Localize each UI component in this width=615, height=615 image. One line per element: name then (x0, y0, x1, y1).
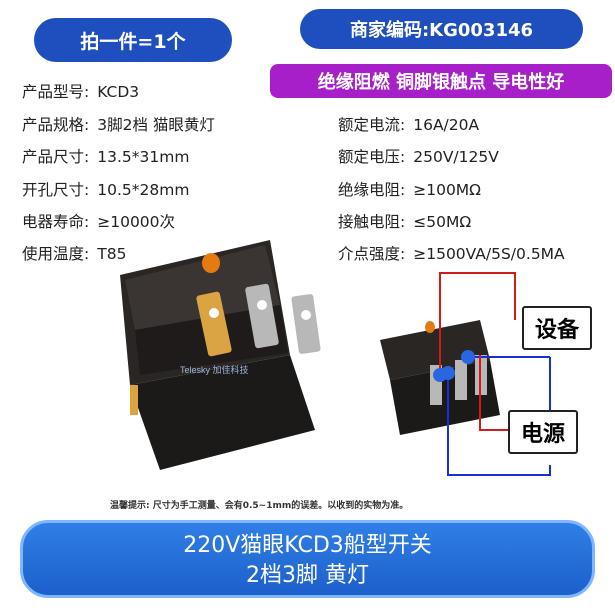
spec-contact-resistance: 接触电阻:≤50MΩ (338, 213, 472, 231)
spec-dielectric: 介点强度:≥1500VA/5S/0.5MA (338, 245, 565, 263)
lamp-icon (202, 253, 220, 273)
spec-life: 电器寿命:≥10000次 (22, 213, 176, 231)
features-banner: 绝缘阻燃 铜脚银触点 导电性好 (270, 64, 612, 98)
product-title-banner: 220V猫眼KCD3船型开关 2档3脚 黄灯 (20, 520, 595, 598)
spec-size: 产品尺寸:13.5*31mm (22, 148, 190, 166)
spec-model: 产品型号:KCD3 (22, 83, 140, 101)
spec-temperature: 使用温度:T85 (22, 245, 127, 263)
spec-cutout: 开孔尺寸:10.5*28mm (22, 181, 190, 199)
device-label: 设备 (522, 306, 592, 350)
spec-specification: 产品规格:3脚2档 猫眼黄灯 (22, 116, 215, 134)
measurement-note: 温馨提示: 尺寸为手工测量、会有0.5~1mm的误差。以收到的实物为准。 (110, 501, 409, 511)
title-line-1: 220V猫眼KCD3船型开关 (183, 533, 432, 558)
watermark-text: Telesky 加佳科技 (180, 364, 249, 375)
title-line-2: 2档3脚 黄灯 (246, 563, 369, 588)
spec-current: 额定电流:16A/20A (338, 116, 480, 134)
switch-photo-large: Telesky 加佳科技 (120, 240, 321, 470)
wiring-diagram (380, 272, 551, 476)
spec-voltage: 额定电压:250V/125V (338, 148, 499, 166)
merchant-code-badge: 商家编码:KG003146 (300, 9, 583, 49)
spec-insulation: 绝缘电阻:≥100MΩ (338, 181, 482, 199)
quantity-badge: 拍一件=1个 (34, 18, 232, 62)
power-label: 电源 (508, 410, 578, 454)
